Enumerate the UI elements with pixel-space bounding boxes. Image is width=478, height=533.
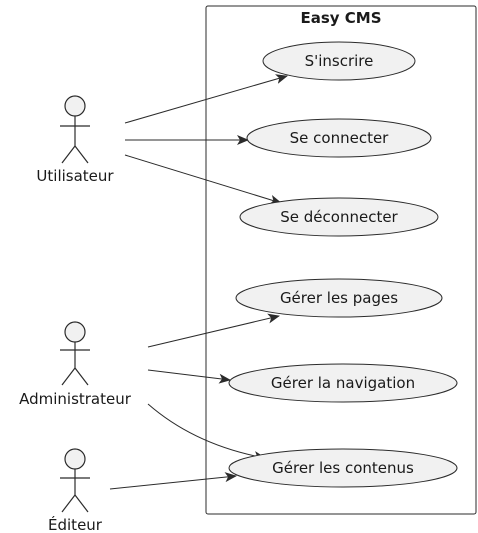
actor-head <box>64 321 86 343</box>
associations <box>109 74 288 490</box>
system-boundary: Easy CMS <box>205 5 477 515</box>
use-case-label: S'inscrire <box>305 52 374 70</box>
actor-head <box>64 95 86 117</box>
use-case-pages: Gérer les pages <box>235 278 443 318</box>
system-title: Easy CMS <box>300 9 381 27</box>
use-case-ellipse <box>235 278 443 318</box>
assoc-administrateur-pages <box>147 313 280 348</box>
assoc-administrateur-contenus <box>147 403 266 461</box>
assoc-utilisateur-inscrire <box>124 74 288 124</box>
actor-right-leg <box>74 494 89 513</box>
assoc-utilisateur-deconnecter <box>124 154 282 205</box>
stick-figure-icon <box>60 95 90 164</box>
use-case-ellipse <box>246 118 432 158</box>
use-case-deconnecter: Se déconnecter <box>239 197 439 237</box>
use-case-contenus: Gérer les contenus <box>228 448 458 488</box>
use-case-label: Gérer les pages <box>280 289 398 307</box>
use-case-ellipse <box>228 448 458 488</box>
stick-figure-icon <box>60 321 90 386</box>
use-case-label: Gérer la navigation <box>271 374 415 392</box>
assoc-administrateur-navigation <box>147 369 231 384</box>
use-case-ellipse <box>239 197 439 237</box>
assoc-editeur-contenus <box>109 472 237 490</box>
use-case-label: Se déconnecter <box>280 208 398 226</box>
actor-left-leg <box>61 145 76 164</box>
use-case-ellipse <box>262 41 416 81</box>
use-case-inscrire: S'inscrire <box>262 41 416 81</box>
use-case-label: Gérer les contenus <box>272 459 414 477</box>
actor-right-leg <box>74 367 89 386</box>
actor-head <box>64 448 86 470</box>
actor-left-leg <box>61 367 76 386</box>
actor-administrateur: Administrateur <box>19 321 132 408</box>
use-case-ellipse <box>228 363 458 403</box>
actor-left-leg <box>61 494 76 513</box>
actor-editeur: Éditeur <box>48 448 103 533</box>
actor-label: Administrateur <box>19 390 132 408</box>
use-case-navigation: Gérer la navigation <box>228 363 458 403</box>
system-box <box>205 5 477 515</box>
stick-figure-icon <box>60 448 90 513</box>
use-case-label: Se connecter <box>290 129 390 147</box>
actor-utilisateur: Utilisateur <box>36 95 114 185</box>
use-case-connecter: Se connecter <box>246 118 432 158</box>
actor-label: Utilisateur <box>36 167 114 185</box>
actor-right-leg <box>74 145 89 164</box>
actor-label: Éditeur <box>48 515 103 533</box>
